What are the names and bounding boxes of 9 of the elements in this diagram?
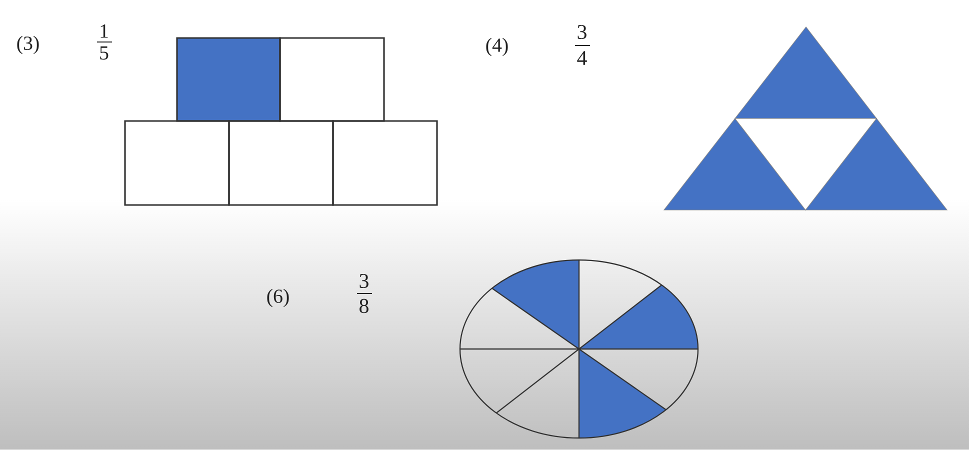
denominator: 8 <box>360 298 368 314</box>
item-number: (3) <box>17 36 39 54</box>
denominator: 4 <box>577 51 587 65</box>
denominator: 5 <box>100 46 108 60</box>
numerator: 3 <box>360 274 368 288</box>
item-number: (6) <box>267 288 289 308</box>
numerator: 3 <box>578 24 586 40</box>
numerator: 1 <box>100 24 108 38</box>
item-number: (4) <box>486 38 508 56</box>
